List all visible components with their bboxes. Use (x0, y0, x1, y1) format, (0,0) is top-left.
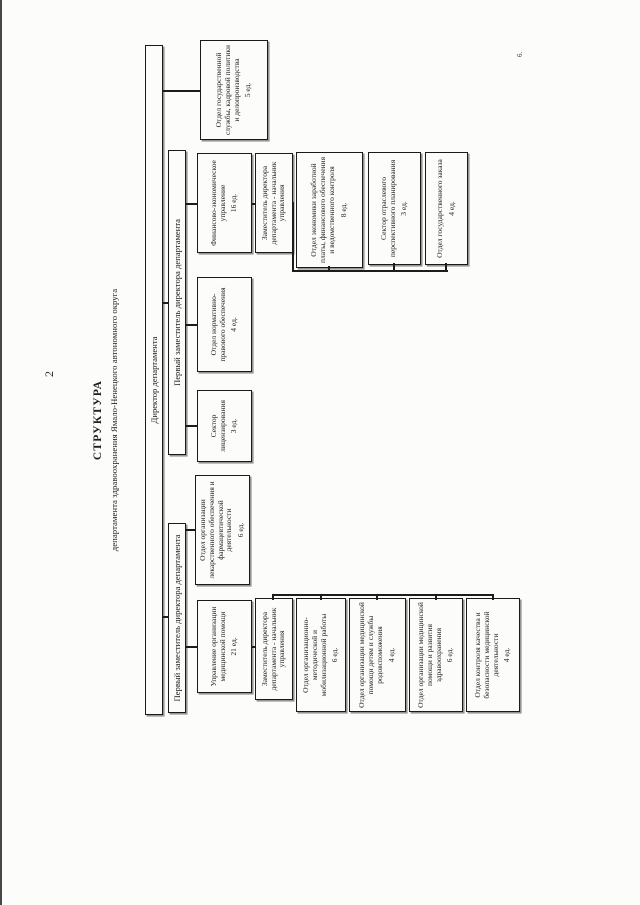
connector-line (185, 324, 198, 326)
org-bar-first-deputy-b: Первый заместитель директора департамент… (168, 523, 186, 713)
org-box-label: Сектор лицензирования (208, 400, 227, 452)
org-bar-first-deputy-a-label: Первый заместитель директора департамент… (172, 219, 182, 386)
org-box-label: Отдел организации медицинской помощи дет… (357, 602, 384, 708)
chart-subtitle: департамента здравоохранения Ямало-Ненец… (109, 288, 119, 552)
org-box-count: 6 ед. (445, 647, 455, 663)
org-box-quality-control: Отдел контроля качества и безопасности м… (466, 598, 520, 712)
org-box-label: Заместитель директора департамента - нач… (259, 161, 287, 245)
org-box-label: Финансово-экономическое управление (208, 160, 227, 246)
connector-line (185, 646, 198, 648)
org-box-count: 4 ед. (229, 317, 239, 332)
connector-line (251, 203, 256, 205)
connector-line (320, 594, 322, 600)
org-box-label: Отдел организационно-методической и моби… (300, 613, 328, 697)
scan-edge-line (0, 0, 2, 905)
connector-line (393, 263, 395, 272)
org-box-count: 3 ед. (229, 418, 239, 434)
org-box-count: 6 ед. (236, 522, 246, 538)
org-box-count: 16 ед. (229, 193, 239, 213)
org-bar-director: Директор департамента (145, 45, 163, 715)
org-box-count: 8 ед. (338, 202, 348, 218)
connector-line (162, 302, 169, 304)
org-box-legal: Отдел нормативно-правового обеспечения 4… (197, 277, 252, 372)
org-box-fin-econ: Финансово-экономическое управление 16 ед… (197, 153, 252, 253)
connector-rail (292, 270, 448, 272)
connector-rail (272, 594, 494, 596)
org-box-count: 4 ед. (502, 647, 512, 663)
connector-line (435, 594, 437, 600)
connector-line (292, 202, 294, 272)
org-box-wage-econ: Отдел экономики заработной платы, финанс… (296, 152, 363, 268)
org-box-label: Отдел нормативно-правового обеспечения (208, 287, 227, 362)
connector-line (492, 594, 494, 600)
connector-line (185, 203, 198, 205)
org-box-fin-deputy: Заместитель директора департамента - нач… (255, 153, 293, 253)
org-box-label: Отдел организации медицинской помощи и р… (415, 602, 443, 708)
org-box-state-order: Отдел государственного заказа 4 ед. (425, 152, 468, 265)
connector-line (445, 263, 447, 272)
org-box-count: 4 ед. (386, 647, 396, 663)
connector-line (185, 529, 196, 531)
org-box-label: Заместитель директора департамента - нач… (259, 607, 287, 691)
connector-line (185, 425, 198, 427)
org-box-count: 5 ед. (243, 82, 253, 98)
org-box-label: Отдел экономики заработной платы, финанс… (309, 156, 336, 264)
org-box-med-care: Управление организации медицинской помощ… (197, 600, 252, 693)
org-box-sector-planning: Сектор отраслевого перспективного планир… (368, 152, 421, 265)
org-box-label: Сектор отраслевого перспективного планир… (378, 159, 397, 258)
connector-line (376, 594, 378, 600)
org-box-count: 6 ед. (330, 647, 340, 663)
chart-title: СТРУКТУРА (92, 379, 104, 461)
org-box-civil-service: Отдел государственной службы, кадровой п… (200, 40, 268, 140)
org-box-org-method: Отдел организационно-методической и моби… (296, 598, 346, 712)
org-box-licensing: Сектор лицензирования 3 ед. (197, 390, 252, 462)
connector-line (251, 646, 256, 648)
org-box-label: Отдел организации лекарственного обеспеч… (197, 481, 234, 579)
org-bar-first-deputy-a: Первый заместитель директора департамент… (168, 150, 186, 455)
org-bar-director-label: Директор департамента (149, 336, 159, 424)
org-bar-first-deputy-b-label: Первый заместитель директора департамент… (172, 534, 182, 702)
org-box-count: 3 ед. (399, 201, 409, 216)
org-box-label: Отдел государственной службы, кадровой п… (213, 44, 241, 136)
org-box-care-develop: Отдел организации медицинской помощи и р… (409, 598, 463, 712)
org-box-children-care: Отдел организации медицинской помощи дет… (349, 598, 406, 712)
org-box-pharma: Отдел организации лекарственного обеспеч… (195, 475, 250, 585)
page-number: 2 (42, 371, 56, 377)
org-box-label: Управление организации медицинской помощ… (208, 606, 227, 687)
org-box-count: 21 ед. (229, 637, 239, 656)
connector-line (328, 266, 330, 272)
org-box-count: 4 ед. (447, 201, 456, 216)
connector-line (272, 594, 274, 600)
org-box-label: Отдел государственного заказа (435, 159, 445, 258)
org-box-med-deputy: Заместитель директора департамента - нач… (255, 598, 293, 700)
connector-line (162, 90, 201, 92)
connector-line (162, 616, 169, 618)
margin-mark: 6. (516, 51, 524, 57)
org-box-label: Отдел контроля качества и безопасности м… (472, 611, 500, 699)
